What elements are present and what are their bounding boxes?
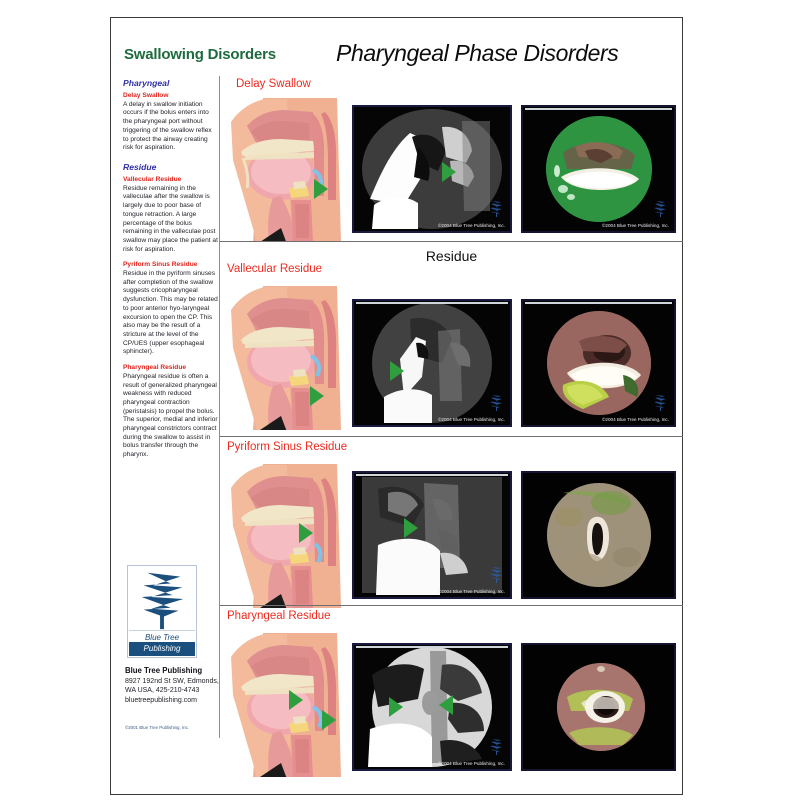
- page-title: Pharyngeal Phase Disorders: [336, 40, 619, 66]
- category-heading-residue: Residue: [123, 161, 157, 172]
- sagittal-anatomy-icon: [231, 633, 341, 779]
- frame-top-bar: [356, 646, 508, 648]
- entry-body-pharyngeal-residue: Pharyngeal residue is often a result of …: [123, 372, 218, 459]
- sagittal-anatomy-icon: [231, 286, 341, 432]
- endoscopy-icon: [523, 645, 674, 769]
- image-copyright: ©2004 Blue Tree Publishing, Inc.: [438, 589, 505, 594]
- green-arrow-marker: [314, 179, 328, 199]
- endoscopy-image-3: [521, 471, 676, 599]
- green-arrow-marker: [404, 518, 418, 538]
- entry-body-delay-swallow: A delay in swallow initiation occurs if …: [123, 100, 212, 152]
- fluoroscopy-image-3: ©2004 Blue Tree Publishing, Inc.: [352, 471, 512, 599]
- blue-tree-watermark-icon: [490, 567, 502, 583]
- series-title: Swallowing Disorders: [124, 46, 276, 63]
- poster-page: Swallowing Disorders Pharyngeal Phase Di…: [110, 17, 683, 795]
- endoscopy-icon: [523, 473, 674, 597]
- green-arrow-marker: [289, 690, 303, 710]
- anatomy-illustration-4: [229, 631, 345, 779]
- green-arrow-marker: [322, 710, 336, 730]
- logo-line-2: Publishing: [129, 642, 195, 656]
- row-label-pyriform-sinus-residue: Pyriform Sinus Residue: [227, 441, 348, 453]
- frame-top-bar: [525, 108, 672, 110]
- blue-tree-watermark-icon: [490, 201, 502, 217]
- blue-tree-watermark-icon: [654, 201, 666, 217]
- fluoroscopy-image-2: ©2004 Blue Tree Publishing, Inc.: [352, 299, 512, 427]
- image-copyright: ©2004 Blue Tree Publishing, Inc.: [438, 761, 505, 766]
- green-arrow-marker: [390, 361, 404, 381]
- sagittal-anatomy-icon: [231, 464, 341, 610]
- tree-icon: [141, 572, 184, 630]
- videofluoroscopy-icon: [354, 645, 510, 769]
- entry-title-pharyngeal-residue: Pharyngeal Residue: [123, 364, 187, 372]
- frame-top-bar: [356, 474, 508, 476]
- image-copyright: ©2004 Blue Tree Publishing, Inc.: [438, 223, 505, 228]
- row-divider: [220, 241, 683, 242]
- blue-tree-logo: Blue Tree Publishing: [127, 565, 197, 658]
- green-arrow-marker: [310, 386, 324, 406]
- row-divider: [220, 605, 683, 606]
- image-copyright: ©2004 Blue Tree Publishing, Inc.: [602, 223, 669, 228]
- sagittal-anatomy-icon: [231, 98, 341, 244]
- section-heading-residue: Residue: [425, 248, 478, 264]
- endoscopy-image-1: ©2004 Blue Tree Publishing, Inc.: [521, 105, 676, 233]
- green-arrow-marker: [299, 523, 313, 543]
- green-arrow-marker: [389, 697, 403, 717]
- endoscopy-image-4: [521, 643, 676, 771]
- entry-body-vallecular-residue: Residue remaining in the valleculae afte…: [123, 184, 218, 253]
- blue-tree-watermark-icon: [654, 395, 666, 411]
- left-text-column: Pharyngeal Delay Swallow A delay in swal…: [123, 78, 219, 467]
- column-divider: [219, 76, 220, 738]
- green-arrow-marker: [442, 162, 456, 182]
- green-arrow-marker: [439, 695, 453, 715]
- fluoroscopy-image-4: ©2004 Blue Tree Publishing, Inc.: [352, 643, 512, 771]
- anatomy-illustration-2: [229, 284, 345, 432]
- row-divider: [220, 436, 683, 437]
- logo-line-1: Blue Tree: [129, 630, 195, 644]
- frame-top-bar: [525, 302, 672, 304]
- endoscopy-icon: [523, 301, 674, 425]
- row-label-delay-swallow: Delay Swallow: [236, 78, 311, 90]
- row-label-pharyngeal-residue: Pharyngeal Residue: [227, 610, 331, 622]
- entry-title-pyriform-sinus-residue: Pyriform Sinus Residue: [123, 261, 198, 269]
- endoscopy-icon: [523, 107, 674, 231]
- videofluoroscopy-icon: [354, 301, 510, 425]
- category-heading-pharyngeal: Pharyngeal: [123, 78, 170, 88]
- publisher-address: 8927 192nd St SW, Edmonds, WA USA, 425-2…: [125, 678, 219, 704]
- endoscopy-image-2: ©2004 Blue Tree Publishing, Inc.: [521, 299, 676, 427]
- image-copyright: ©2004 Blue Tree Publishing, Inc.: [438, 417, 505, 422]
- publisher-copyright: ©2001 Blue Tree Publishing, Inc.: [125, 725, 190, 730]
- videofluoroscopy-icon: [354, 473, 510, 597]
- entry-title-delay-swallow: Delay Swallow: [123, 92, 169, 99]
- entry-body-pyriform-sinus-residue: Residue in the pyriform sinuses after co…: [123, 270, 218, 356]
- anatomy-illustration-3: [229, 462, 345, 610]
- fluoroscopy-image-1: ©2004 Blue Tree Publishing, Inc.: [352, 105, 512, 233]
- image-copyright: ©2004 Blue Tree Publishing, Inc.: [602, 417, 669, 422]
- frame-top-bar: [356, 302, 508, 304]
- anatomy-illustration-1: [229, 96, 345, 244]
- publisher-name: Blue Tree Publishing: [125, 666, 203, 675]
- videofluoroscopy-icon: [354, 107, 510, 231]
- row-label-vallecular-residue: Vallecular Residue: [227, 263, 323, 275]
- blue-tree-watermark-icon: [490, 739, 502, 755]
- entry-title-vallecular-residue: Vallecular Residue: [123, 175, 182, 183]
- blue-tree-watermark-icon: [490, 395, 502, 411]
